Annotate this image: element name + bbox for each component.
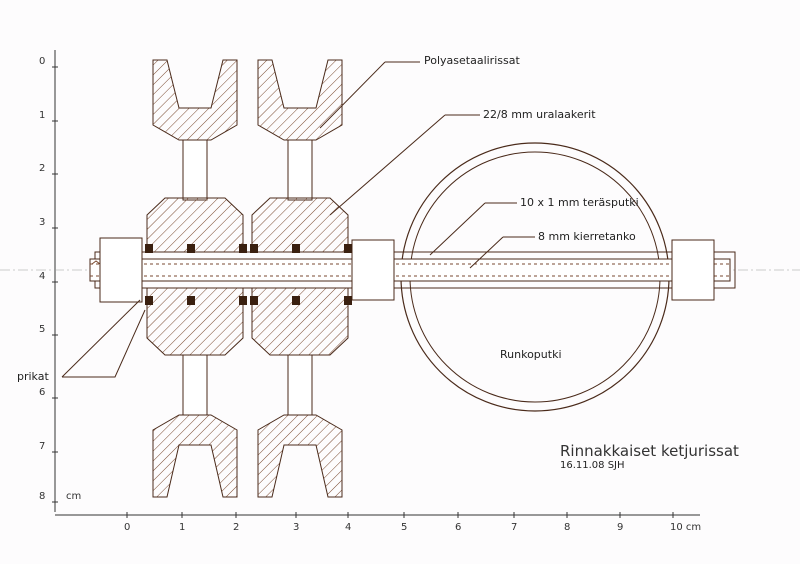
hub-bottom <box>287 354 313 416</box>
vertical-tick-label: 2 <box>39 163 46 174</box>
horizontal-tick-label: 9 <box>617 522 624 533</box>
hub-top <box>182 139 208 201</box>
washer <box>250 244 258 253</box>
vertical-tick-label: 5 <box>39 324 46 335</box>
vertical-tick-label: 6 <box>39 387 46 398</box>
label-threaded-rod: 8 mm kierretanko <box>538 230 636 243</box>
label-polyacetal-wheels: Polyasetaalirissat <box>424 54 520 67</box>
label-washers: prikat <box>17 370 49 383</box>
horizontal-tick-label: 6 <box>455 522 462 533</box>
horizontal-tick-label: 5 <box>401 522 408 533</box>
horizontal-tick-label: 4 <box>345 522 352 533</box>
nut-right <box>671 239 715 301</box>
wheel-assembly <box>250 59 352 498</box>
bearing-bottom <box>251 287 349 356</box>
drawing-title: Rinnakkaiset ketjurissat <box>560 442 739 460</box>
label-steel-tube: 10 x 1 mm teräsputki <box>520 196 639 209</box>
nut-middle <box>351 239 395 301</box>
drawing-date: 16.11.08 SJH <box>560 460 625 471</box>
wheel-assembly <box>145 59 247 498</box>
washer <box>292 244 300 253</box>
label-bearings: 22/8 mm uralaakerit <box>483 108 596 121</box>
horizontal-tick-label: 7 <box>511 522 518 533</box>
washer <box>239 296 247 305</box>
vertical-tick-label: 1 <box>39 110 46 121</box>
bearing-top <box>251 197 349 253</box>
washer <box>292 296 300 305</box>
horizontal-tick-label: 10 cm <box>670 522 702 533</box>
hub-bottom <box>182 354 208 416</box>
hub-top <box>287 139 313 201</box>
vertical-tick-label: 7 <box>39 441 46 452</box>
vertical-unit: cm <box>66 491 82 502</box>
washer <box>145 296 153 305</box>
polyacetal-wheel-bottom <box>152 414 238 498</box>
horizontal-tick-label: 3 <box>293 522 300 533</box>
washer <box>145 244 153 253</box>
washer <box>187 296 195 305</box>
polyacetal-wheel-top <box>257 59 343 141</box>
threaded-rod <box>89 258 731 282</box>
vertical-tick-label: 3 <box>39 217 46 228</box>
vertical-tick-label: 8 <box>39 491 46 502</box>
vertical-tick-label: 0 <box>39 56 46 67</box>
washer <box>344 296 352 305</box>
vertical-tick-label: 4 <box>39 271 46 282</box>
horizontal-tick-label: 0 <box>124 522 131 533</box>
bearing-bottom <box>146 287 244 356</box>
polyacetal-wheel-top <box>152 59 238 141</box>
nut-left <box>99 237 143 303</box>
polyacetal-wheel-bottom <box>257 414 343 498</box>
horizontal-tick-label: 8 <box>564 522 571 533</box>
washer <box>344 244 352 253</box>
washer <box>187 244 195 253</box>
washer <box>239 244 247 253</box>
horizontal-tick-label: 2 <box>233 522 240 533</box>
label-frame-tube: Runkoputki <box>500 348 562 361</box>
bearing-top <box>146 197 244 253</box>
washer <box>250 296 258 305</box>
horizontal-tick-label: 1 <box>179 522 186 533</box>
